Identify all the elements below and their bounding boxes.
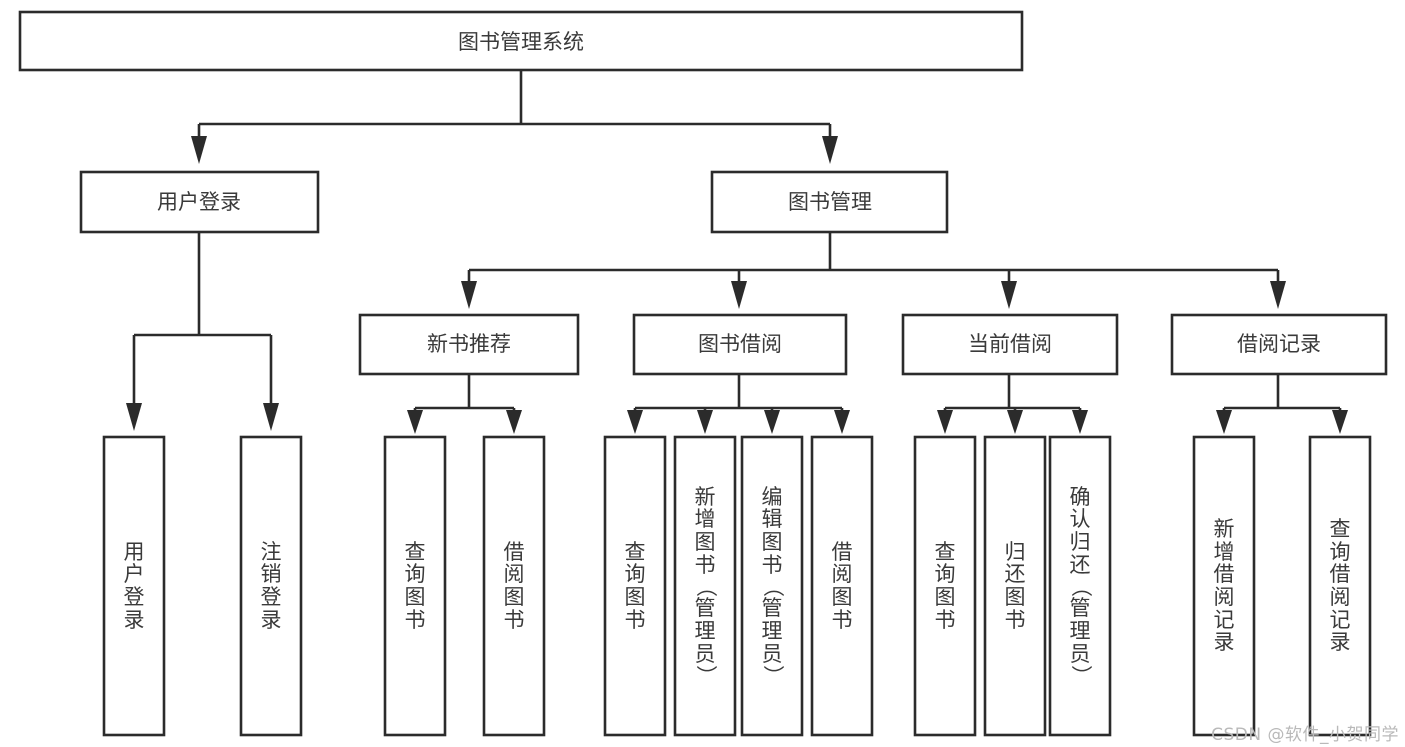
edge-group-current-borrow — [937, 374, 1088, 434]
node-label-root: 图书管理系统 — [458, 30, 584, 54]
node-box-leaf-return-book[interactable] — [983, 435, 1047, 737]
arrow-head-leaf-query-book-3 — [937, 410, 953, 434]
node-box-leaf-logout[interactable] — [239, 435, 303, 737]
node-box-leaf-add-book[interactable] — [673, 435, 737, 737]
arrow-head-current-borrow — [1001, 281, 1017, 309]
edge-group-root — [191, 70, 838, 164]
arrow-head-new-book-recommend — [461, 281, 477, 309]
edge-group-new-book-recommend — [407, 374, 522, 434]
node-label-new-book-recommend: 新书推荐 — [427, 332, 511, 356]
node-box-leaf-user-login[interactable] — [102, 435, 166, 737]
node-box-leaf-query-book-3[interactable] — [913, 435, 977, 737]
node-label-user-login: 用户登录 — [157, 190, 241, 214]
arrow-head-user-login — [191, 136, 207, 164]
arrow-head-borrow-record — [1270, 281, 1286, 309]
node-box-borrow-record[interactable] — [1170, 313, 1388, 376]
arrow-head-leaf-confirm-return — [1072, 410, 1088, 434]
arrow-head-book-manage — [822, 136, 838, 164]
node-label-book-borrow: 图书借阅 — [698, 332, 782, 356]
edge-group-book-borrow — [627, 374, 850, 434]
edge-group-user-login — [126, 232, 279, 431]
node-label-book-manage: 图书管理 — [788, 190, 872, 214]
arrow-head-leaf-add-record — [1216, 410, 1232, 434]
node-box-new-book-recommend[interactable] — [358, 313, 580, 376]
node-box-leaf-confirm-return[interactable] — [1048, 435, 1112, 737]
node-box-user-login[interactable] — [79, 170, 320, 234]
node-box-book-borrow[interactable] — [632, 313, 848, 376]
node-box-leaf-borrow-book-1[interactable] — [482, 435, 546, 737]
arrow-head-leaf-add-book — [697, 410, 713, 434]
arrow-head-leaf-return-book — [1007, 410, 1023, 434]
node-box-leaf-query-record[interactable] — [1308, 435, 1372, 737]
node-box-leaf-query-book-1[interactable] — [383, 435, 447, 737]
node-box-leaf-add-record[interactable] — [1192, 435, 1256, 737]
node-box-leaf-borrow-book-2[interactable] — [810, 435, 874, 737]
arrow-head-leaf-logout — [263, 403, 279, 431]
arrow-head-leaf-borrow-book-2 — [834, 410, 850, 434]
node-box-root[interactable] — [18, 10, 1024, 72]
node-label-current-borrow: 当前借阅 — [968, 332, 1052, 356]
arrow-head-book-borrow — [731, 281, 747, 309]
edge-group-book-manage — [461, 232, 1286, 309]
arrow-head-leaf-query-book-1 — [407, 410, 423, 434]
arrow-head-leaf-query-record — [1332, 410, 1348, 434]
edge-group-borrow-record — [1216, 374, 1348, 434]
node-label-borrow-record: 借阅记录 — [1237, 332, 1321, 356]
arrow-head-leaf-edit-book — [764, 410, 780, 434]
arrow-head-leaf-borrow-book-1 — [506, 410, 522, 434]
arrow-head-leaf-user-login — [126, 403, 142, 431]
node-box-book-manage[interactable] — [710, 170, 949, 234]
watermark-text: CSDN @软件_小贺同学 — [1211, 725, 1399, 745]
node-box-current-borrow[interactable] — [901, 313, 1119, 376]
node-box-leaf-query-book-2[interactable] — [603, 435, 667, 737]
arrow-head-leaf-query-book-2 — [627, 410, 643, 434]
node-box-leaf-edit-book[interactable] — [740, 435, 804, 737]
